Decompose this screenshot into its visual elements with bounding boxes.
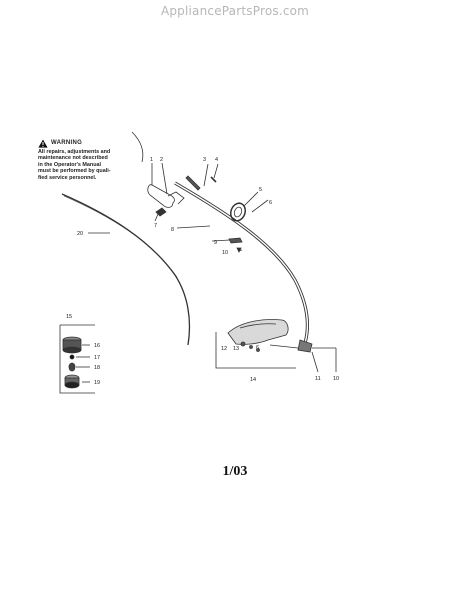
callout-20: 20 bbox=[77, 231, 83, 237]
callout-11: 11 bbox=[315, 376, 321, 382]
cable-end-curve bbox=[131, 131, 144, 163]
nut-part bbox=[240, 341, 246, 347]
callout-7: 7 bbox=[154, 223, 157, 229]
callout-9: 9 bbox=[214, 240, 217, 246]
trimmer-shield bbox=[227, 319, 289, 345]
spool-assembly bbox=[62, 336, 82, 389]
callout-13: 13 bbox=[233, 346, 239, 352]
callout-1: 1 bbox=[150, 157, 153, 163]
drive-cable-inner bbox=[63, 195, 178, 278]
loop-handle bbox=[229, 202, 247, 222]
callout-2: 2 bbox=[160, 157, 163, 163]
screw-part bbox=[210, 176, 217, 183]
revision-date: 1/03 bbox=[222, 464, 248, 479]
warning-line-1: All repairs, adjustments and bbox=[38, 149, 111, 155]
bracket-part bbox=[228, 237, 243, 244]
callout-10-upper: 10 bbox=[222, 250, 228, 256]
callout-19: 19 bbox=[94, 380, 100, 386]
callout-15: 15 bbox=[66, 314, 72, 320]
shaft-housing bbox=[174, 181, 310, 344]
site-watermark: AppliancePartsPros.com bbox=[160, 4, 310, 18]
warning-triangle-icon bbox=[38, 139, 48, 148]
callout-3: 3 bbox=[203, 157, 206, 163]
clip-part bbox=[155, 207, 167, 217]
callout-6: 6 bbox=[269, 200, 272, 206]
handle-grip bbox=[147, 184, 175, 208]
warning-header: WARNING bbox=[38, 139, 150, 148]
callout-18: 18 bbox=[94, 365, 100, 371]
warning-line-5: fied service personnel. bbox=[38, 174, 97, 181]
handle-bracket bbox=[167, 191, 185, 205]
callout-17: 17 bbox=[94, 355, 100, 361]
warning-line-3: in the Operator's Manual bbox=[38, 161, 101, 168]
callout-12: 12 bbox=[221, 346, 227, 352]
callout-6-lower: 6 bbox=[256, 345, 259, 351]
warning-title: WARNING bbox=[51, 140, 83, 147]
spring-part bbox=[69, 354, 75, 360]
warning-line-4: must be performed by quali- bbox=[38, 168, 111, 175]
callout-5: 5 bbox=[259, 187, 262, 193]
head-fitting bbox=[297, 339, 313, 353]
callout-4: 4 bbox=[215, 157, 218, 163]
warning-line-2: maintenance not described bbox=[38, 155, 108, 162]
callout-10-lower: 10 bbox=[333, 376, 339, 382]
warning-notice: WARNING All repairs, adjustments and mai… bbox=[38, 139, 150, 181]
callout-8: 8 bbox=[171, 227, 174, 233]
drive-cable bbox=[61, 193, 191, 346]
callout-16: 16 bbox=[94, 343, 100, 349]
bolt-part bbox=[185, 175, 201, 191]
callout-14: 14 bbox=[250, 377, 256, 383]
washer-part bbox=[68, 362, 76, 372]
